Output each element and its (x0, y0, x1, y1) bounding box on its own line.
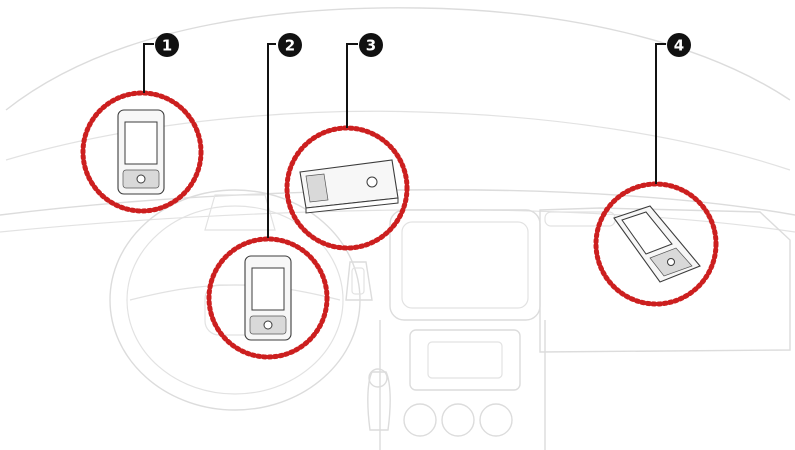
leader-line-2 (267, 43, 276, 238)
radio-unit (409, 329, 521, 391)
callout-badge-3 (359, 33, 383, 57)
leader-line-4 (655, 43, 666, 184)
steering-spoke (129, 284, 341, 301)
callout-badge-4 (667, 33, 691, 57)
callout-badge-2 (278, 33, 302, 57)
gear-knob (368, 368, 388, 388)
callout-number-3: 3 (366, 37, 376, 55)
pda-screen-4 (621, 211, 673, 255)
pda-screen-2 (251, 267, 285, 311)
hvac-knob-left (403, 403, 437, 437)
vent-mount (345, 261, 373, 301)
pda-device-2 (244, 255, 292, 341)
pda-device-3 (299, 159, 399, 214)
pda-navpad-2 (263, 320, 273, 330)
callout-number-1: 1 (162, 37, 172, 55)
callout-3: 3 (284, 33, 410, 251)
radio-display (427, 341, 503, 379)
steering-wheel-inner (126, 205, 344, 395)
callout-badge-1 (155, 33, 179, 57)
callout-number-2: 2 (285, 37, 295, 55)
pda-edge-3 (305, 197, 399, 214)
callout-2: 2 (206, 33, 330, 360)
pda-navpad-1 (136, 174, 146, 184)
gear-lever (367, 371, 391, 431)
steering-wheel-outer (109, 189, 361, 411)
pda-navpad-4 (667, 258, 675, 266)
callout-1: 1 (80, 33, 204, 214)
pda-logo-3 (366, 176, 378, 188)
steering-column (204, 194, 276, 231)
center-screen-bezel (389, 209, 541, 321)
highlight-ring-2 (206, 236, 330, 360)
console-sides (379, 320, 546, 450)
pda-device-1 (117, 109, 165, 195)
callout-number-4: 4 (674, 37, 684, 55)
pda-keypad-3 (305, 173, 329, 203)
highlight-ring-1 (80, 90, 204, 214)
pda-screen-1 (124, 121, 158, 165)
hvac-knob-middle (441, 403, 475, 437)
vent-mount-clip (351, 267, 365, 295)
callout-4: 4 (593, 33, 719, 307)
right-dash-panel (539, 207, 791, 353)
leader-line-1 (143, 43, 154, 93)
hvac-knob-right (479, 403, 513, 437)
car-interior-background (0, 7, 795, 450)
center-screen (401, 221, 529, 309)
pda-device-4 (613, 205, 701, 283)
leader-line-3 (346, 43, 358, 128)
